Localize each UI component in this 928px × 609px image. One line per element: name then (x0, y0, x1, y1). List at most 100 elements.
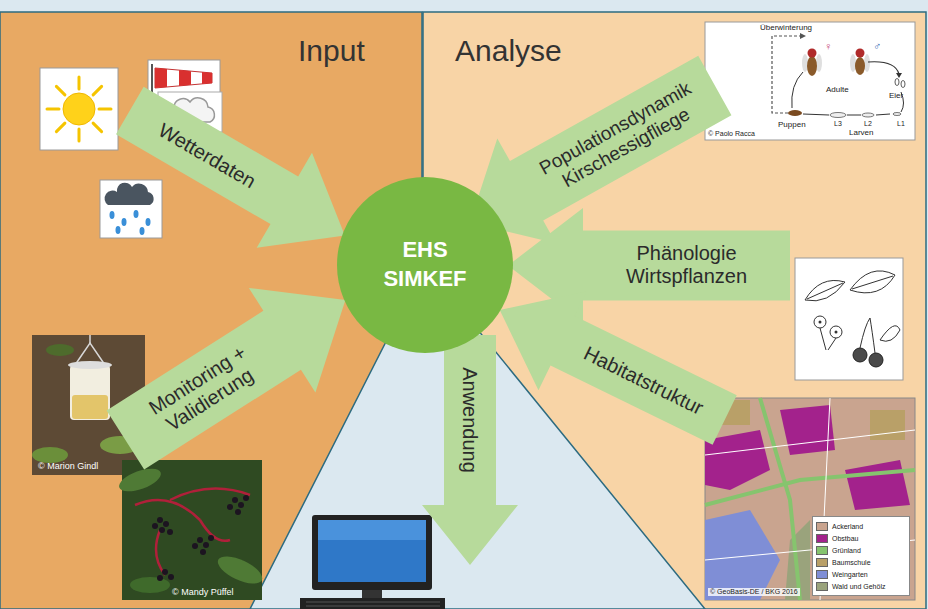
sun-card (93, 123, 102, 132)
rain-card (140, 227, 145, 235)
host-plant-drawing (820, 328, 836, 350)
sun-card (56, 86, 65, 95)
legend-text: Grünland (832, 547, 861, 554)
trap-photo (72, 395, 108, 419)
arrow-label: Phänologie Wirtspflanzen (589, 242, 784, 288)
legend-swatch (816, 582, 828, 591)
windsock-card (179, 70, 191, 86)
legend-swatch (816, 558, 828, 567)
lifecycle-label: Adulte (826, 86, 849, 95)
lifecycle-drawing (705, 22, 915, 140)
habitat-map (760, 398, 800, 600)
panel-heading: Input (298, 34, 365, 68)
legend-text: Weingarten (832, 571, 868, 578)
rain-card (100, 180, 162, 238)
copyright-note: © Paolo Racca (708, 130, 755, 138)
host-plant-drawing (830, 326, 842, 338)
habitat-map (780, 405, 835, 455)
elderberry-photo (168, 574, 174, 580)
sun-card (40, 68, 118, 150)
rain-card (134, 210, 139, 218)
host-plant-drawing (835, 331, 838, 334)
computer-icon (300, 598, 445, 609)
lifecycle-drawing (896, 73, 902, 78)
computer-icon (362, 590, 382, 598)
lifecycle-drawing (800, 33, 806, 39)
computer-icon (306, 602, 440, 606)
arrow-fill (422, 335, 518, 565)
host-plant-drawing (850, 271, 895, 293)
center-circle: EHS SIMKEF (337, 177, 513, 353)
rain-card (110, 210, 151, 235)
sun-card (47, 108, 59, 111)
copyright-note: © GeoBasis-DE / BKG 2016 (708, 588, 800, 596)
elderberry-photo (163, 521, 169, 527)
lifecycle-drawing (830, 113, 846, 118)
elderberry-photo (135, 489, 250, 575)
elderberry-photo (200, 549, 206, 555)
rain-card (116, 226, 121, 234)
arrow-label: Anwendung (459, 341, 482, 499)
elderberry-photo (214, 551, 266, 589)
computer-icon (318, 520, 426, 582)
rain-card (122, 218, 127, 226)
lifecycle-label: Larven (849, 129, 873, 138)
computer-icon (312, 515, 432, 590)
sun-card (56, 123, 65, 132)
elderberry-photo (235, 509, 241, 515)
sun-card (93, 86, 102, 95)
host-plant-drawing (860, 318, 875, 353)
legend-row: Ackerland (816, 520, 906, 532)
panel-heading: Analyse (455, 34, 562, 68)
rain-card (146, 218, 151, 226)
elderberry-photo (159, 527, 165, 533)
lifecycle-drawing (895, 79, 899, 86)
circle-label: EHS SIMKEF (370, 236, 480, 293)
trap-photo (46, 344, 74, 356)
symbol-label: ♀ (824, 40, 832, 52)
habitat-map (845, 460, 910, 510)
lifecycle-drawing (850, 54, 856, 72)
rain-card (105, 183, 154, 205)
arrow-fill (476, 261, 749, 470)
elderberry-photo (192, 543, 198, 549)
host-plant-drawing (853, 348, 867, 362)
arrow-box: Anwendung (422, 335, 518, 565)
lifecycle-drawing (816, 54, 822, 72)
sun-card (47, 77, 111, 141)
legend-row: Obstbau (816, 532, 906, 544)
computer-icon (318, 520, 426, 540)
lifecycle-drawing (788, 110, 802, 116)
elderberry-photo (152, 495, 249, 581)
elderberry-photo (238, 502, 244, 508)
legend-text: Obstbau (832, 535, 858, 542)
elderberry-photo (227, 504, 233, 510)
lifecycle-drawing (792, 72, 904, 115)
copyright-note: © Marion Gindl (38, 462, 98, 472)
lifecycle-drawing (807, 56, 817, 76)
elderberry-photo (152, 523, 158, 529)
map-legend: AckerlandObstbauGrünlandBaumschuleWeinga… (812, 516, 910, 596)
elderberry-photo (243, 495, 249, 501)
lifecycle-drawing (901, 81, 905, 88)
sun-card (40, 68, 118, 150)
elderberry-photo (116, 464, 164, 496)
symbol-label: ♂ (873, 40, 881, 52)
elderberry-photo (203, 542, 209, 548)
host-plant-drawing (819, 321, 822, 324)
lifecycle-drawing (856, 49, 865, 58)
windsock-card (155, 68, 167, 88)
habitat-map (705, 398, 915, 600)
elderberry-photo (232, 497, 238, 503)
arrow-fill (102, 62, 372, 282)
lifecycle-drawing (868, 62, 899, 74)
sun-card (99, 108, 111, 111)
habitat-map (705, 510, 780, 600)
habitat-map (870, 410, 905, 440)
lifecycle-label: Überwinterung (760, 24, 812, 33)
arrow-fill (92, 248, 379, 493)
elderberry-photo (162, 569, 168, 575)
host-plant-drawing (869, 353, 883, 367)
habitat-map (705, 470, 915, 505)
sun-card (78, 129, 81, 141)
